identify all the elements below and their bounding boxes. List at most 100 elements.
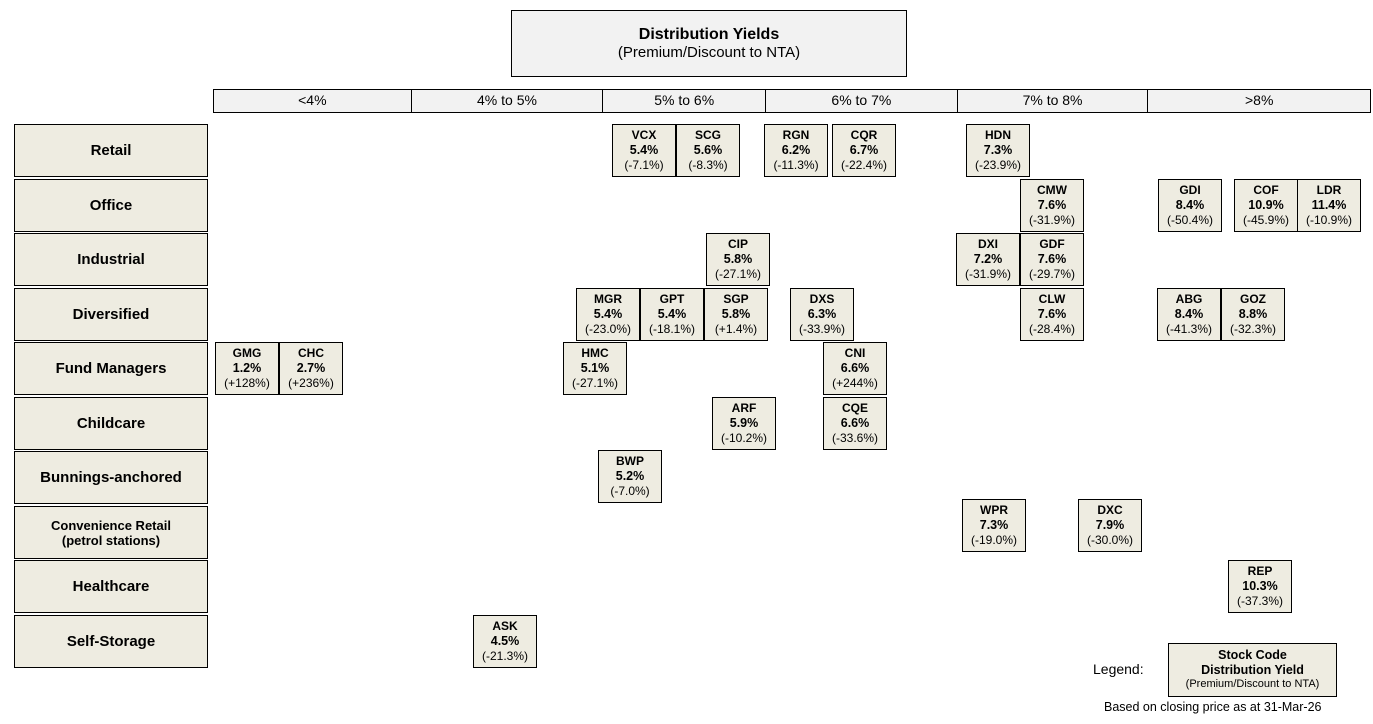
stock-code: GDF — [1039, 237, 1065, 251]
stock-code: SCG — [694, 128, 721, 142]
stock-distribution-yield: 6.6% — [840, 416, 870, 430]
stock-code: BWP — [616, 454, 644, 468]
stock-premium-discount: (-33.9%) — [798, 322, 845, 336]
sector-label-industrial: Industrial — [14, 233, 208, 286]
stock-distribution-yield: 5.9% — [729, 416, 759, 430]
stock-premium-discount: (-10.2%) — [720, 431, 767, 445]
sector-label-fund-managers: Fund Managers — [14, 342, 208, 395]
stock-premium-discount: (-31.9%) — [964, 267, 1011, 281]
stock-premium-discount: (-23.0%) — [584, 322, 631, 336]
stock-premium-discount: (-8.3%) — [688, 158, 728, 172]
stock-distribution-yield: 5.6% — [693, 143, 723, 157]
stock-premium-discount: (-23.9%) — [974, 158, 1021, 172]
stock-premium-discount: (-27.1%) — [714, 267, 761, 281]
stock-premium-discount: (-7.1%) — [624, 158, 664, 172]
column-header-8: >8% — [1147, 90, 1370, 112]
stock-premium-discount: (-33.6%) — [831, 431, 878, 445]
stock-code: CMW — [1037, 183, 1067, 197]
chart-subtitle: (Premium/Discount to NTA) — [617, 44, 801, 61]
stock-code: COF — [1253, 183, 1279, 197]
stock-premium-discount: (-37.3%) — [1236, 594, 1283, 608]
legend-premium-discount-line: (Premium/Discount to NTA) — [1185, 678, 1320, 691]
stock-code: GPT — [659, 292, 685, 306]
stock-distribution-yield: 7.3% — [983, 143, 1013, 157]
chart-title: Distribution Yields — [638, 26, 780, 43]
stock-premium-discount: (-45.9%) — [1242, 213, 1289, 227]
stock-code: WPR — [980, 503, 1008, 517]
stock-premium-discount: (-41.3%) — [1165, 322, 1212, 336]
stock-premium-discount: (-19.0%) — [970, 533, 1017, 547]
column-header-5-to-6: 5% to 6% — [602, 90, 765, 112]
stock-distribution-yield: 5.8% — [721, 307, 751, 321]
stock-code: DXI — [977, 237, 998, 251]
stock-premium-discount: (+244%) — [832, 376, 878, 390]
sector-label-text: Industrial — [77, 251, 145, 268]
stock-code: SGP — [723, 292, 749, 306]
column-header-4: <4% — [298, 92, 327, 108]
stock-code: GDI — [1179, 183, 1201, 197]
stock-premium-discount: (-30.0%) — [1086, 533, 1133, 547]
stock-premium-discount: (-18.1%) — [648, 322, 695, 336]
stock-code: ABG — [1175, 292, 1203, 306]
sector-label-bunnings-anchored: Bunnings-anchored — [14, 451, 208, 504]
sector-label-text: Diversified — [72, 306, 150, 323]
legend-distribution-yield-line: Distribution Yield — [1201, 662, 1304, 677]
stock-distribution-yield: 7.9% — [1095, 518, 1125, 532]
stock-premium-discount: (-50.4%) — [1166, 213, 1213, 227]
stock-distribution-yield: 6.6% — [840, 361, 870, 375]
stock-code: ASK — [492, 619, 518, 633]
stock-code: ARF — [731, 401, 757, 415]
sector-label-convenience-retail: Convenience Retail(petrol stations) — [14, 506, 208, 559]
stock-code: GMG — [232, 346, 262, 360]
sector-label-self-storage: Self-Storage — [14, 615, 208, 668]
stock-premium-discount: (-32.3%) — [1229, 322, 1276, 336]
footnote: Based on closing price as at 31-Mar-26 — [1104, 700, 1322, 714]
sector-label-healthcare: Healthcare — [14, 560, 208, 613]
sector-label-text: Retail — [90, 142, 132, 159]
sector-label-text: Office — [89, 197, 133, 214]
sector-label-text: Childcare — [76, 415, 146, 432]
stock-code: VCX — [631, 128, 657, 142]
stock-code: GOZ — [1240, 292, 1266, 306]
stock-distribution-yield: 6.2% — [781, 143, 811, 157]
stock-code: DXC — [1097, 503, 1123, 517]
stock-premium-discount: (-7.0%) — [610, 484, 650, 498]
stock-code: REP — [1247, 564, 1273, 578]
stock-code: RGN — [782, 128, 810, 142]
stock-premium-discount: (-29.7%) — [1028, 267, 1075, 281]
stock-distribution-yield: 6.3% — [807, 307, 837, 321]
stock-code: LDR — [1316, 183, 1342, 197]
stock-distribution-yield: 8.4% — [1175, 198, 1205, 212]
legend-label: Legend: — [1093, 661, 1144, 677]
sector-label-office: Office — [14, 179, 208, 232]
stock-distribution-yield: 6.7% — [849, 143, 879, 157]
sector-label-text: Bunnings-anchored — [40, 469, 182, 486]
stock-distribution-yield: 5.8% — [723, 252, 753, 266]
stock-distribution-yield: 5.1% — [580, 361, 610, 375]
sector-label-childcare: Childcare — [14, 397, 208, 450]
column-header-7-to-8: 7% to 8% — [956, 90, 1148, 112]
stock-code: CLW — [1038, 292, 1066, 306]
